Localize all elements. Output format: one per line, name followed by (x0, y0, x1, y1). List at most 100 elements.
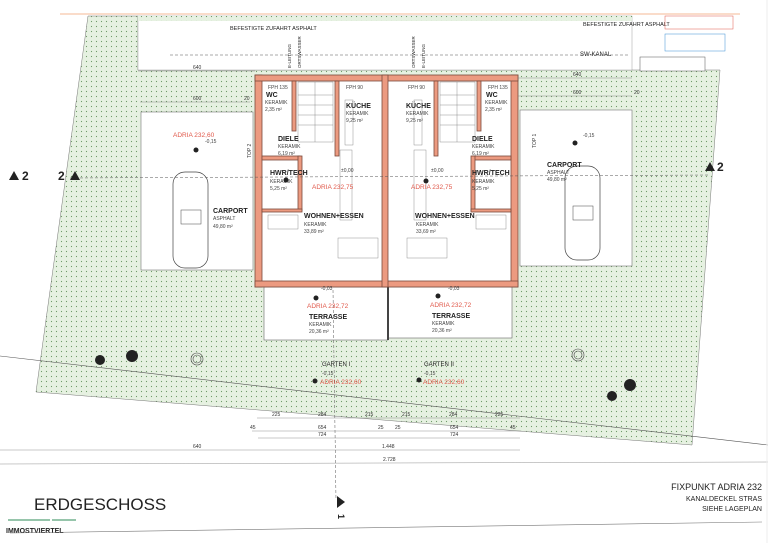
room-utility-floor: KERAMIK (472, 179, 495, 185)
elevation-floor: ADRIA 232,75 (411, 184, 453, 191)
room-living-floor: KERAMIK (416, 222, 439, 228)
room-utility-area: 5,25 m² (472, 186, 489, 192)
garden-elevation: ADRIA 232,60 (423, 379, 465, 386)
svg-text:724: 724 (318, 432, 327, 438)
room-hall-name: DIELE (278, 136, 299, 143)
level-terrace: -0,03 (448, 286, 460, 292)
room-wc-area: 2,35 m² (485, 107, 502, 113)
e-line-label-2: E-LEITUNG (421, 43, 426, 68)
level-floor: ±0,00 (431, 168, 444, 174)
section-line-1 (332, 289, 337, 501)
level-terrace: -0,03 (321, 286, 333, 292)
svg-text:45: 45 (250, 425, 256, 431)
driveway (137, 15, 633, 71)
water-label-2: ORTSWASSER (411, 35, 416, 68)
carport-floor: ASPHALT (213, 216, 235, 222)
svg-text:215: 215 (365, 412, 374, 418)
terrace-left (263, 286, 389, 341)
dimensions-bottom: 225 284 215 215 284 225 45 654 25 25 654… (0, 412, 768, 465)
svg-text:2: 2 (58, 169, 65, 183)
garden-level: -0,15 (322, 371, 334, 377)
boundary-line (0, 355, 768, 446)
terrace-area: 20,36 m² (309, 329, 329, 335)
svg-text:284: 284 (449, 412, 458, 418)
svg-text:2: 2 (22, 169, 29, 183)
svg-text:640: 640 (573, 72, 582, 78)
kitchen-window: FPH 90 (408, 85, 425, 91)
car-left-icon (172, 171, 209, 269)
access-label-right: BEFESTIGTE ZUFAHRT ASPHALT (583, 22, 670, 28)
svg-text:225: 225 (272, 412, 281, 418)
room-utility-floor: KERAMIK (270, 179, 293, 185)
note-box-black (639, 56, 706, 72)
garden-name: GARTEN II (424, 362, 454, 368)
water-label: ORTSWASSER (297, 35, 302, 68)
room-hall-name: DIELE (472, 136, 493, 143)
wc-window: FPH 135 (268, 85, 288, 91)
svg-text:600: 600 (573, 90, 582, 96)
carport-name: CARPORT (213, 208, 248, 215)
terrace-name: TERRASSE (309, 314, 347, 321)
terrace-floor: KERAMIK (309, 322, 332, 328)
tree-icon (95, 350, 636, 401)
room-wc-floor: KERAMIK (485, 100, 508, 106)
wc-window: FPH 135 (488, 85, 508, 91)
svg-text:215: 215 (402, 412, 411, 418)
svg-text:225: 225 (495, 412, 504, 418)
elevation-point-icon (193, 140, 578, 384)
level-carport: -0,15 (205, 139, 217, 145)
room-wc-name: WC (266, 92, 278, 99)
svg-text:1: 1 (336, 514, 346, 519)
terrace-right (387, 286, 513, 339)
room-living-name: WOHNEN+ESSEN (304, 213, 364, 220)
elevation-terrace: ADRIA 232,72 (430, 302, 472, 309)
note-box-red (664, 15, 734, 30)
walls (254, 74, 519, 288)
driveway-edge (138, 16, 632, 21)
room-kitchen-area: 9,25 m² (406, 118, 423, 124)
elevation-floor: ADRIA 232,75 (312, 184, 354, 191)
garden-name: GARTEN I (322, 362, 351, 368)
stairs (297, 81, 476, 143)
level-floor: ±0,00 (341, 168, 354, 174)
unit-left: FPH 135 WC KERAMIK 2,35 m² FPH 90 KÜCHE … (173, 85, 371, 386)
room-kitchen-name: KÜCHE (406, 101, 431, 110)
carport-area: 49,80 m² (547, 177, 567, 183)
car-right-icon (564, 165, 601, 261)
carport-area: 49,80 m² (213, 224, 233, 230)
garden-level: -0,15 (424, 371, 436, 377)
carport-floor: ASPHALT (547, 170, 569, 176)
svg-text:654: 654 (318, 425, 327, 431)
room-kitchen-floor: KERAMIK (406, 111, 429, 117)
note-box-blue (664, 33, 726, 52)
svg-text:45: 45 (510, 425, 516, 431)
room-wc-floor: KERAMIK (265, 100, 288, 106)
fixpunkt-line2: SIEHE LAGEPLAN (702, 506, 762, 513)
manhole-icon (190, 348, 585, 366)
dimensions-top: 640 600 20 640 600 20 (138, 65, 640, 103)
sewer-label: SW-KANAL (580, 52, 612, 58)
svg-text:640: 640 (193, 65, 202, 71)
section-marker-2-left-outer[interactable]: 2 (9, 169, 29, 183)
svg-text:1.448: 1.448 (382, 444, 395, 450)
level-carport: -0,15 (583, 133, 595, 139)
section-marker-2-right[interactable]: 2 (705, 160, 724, 174)
section-marker-2-left-inner[interactable]: 2 (58, 169, 80, 183)
kitchen-window: FPH 90 (346, 85, 363, 91)
room-hall-area: 6,19 m² (472, 151, 489, 157)
garden-elevation: ADRIA 232,60 (320, 379, 362, 386)
terrace-floor: KERAMIK (432, 321, 455, 327)
elevation-carport: ADRIA 232,60 (173, 132, 215, 139)
room-living-area: 33,69 m² (416, 229, 436, 235)
svg-text:640: 640 (193, 444, 202, 450)
svg-text:284: 284 (318, 412, 327, 418)
terrace-name: TERRASSE (432, 313, 470, 320)
svg-text:20: 20 (634, 90, 640, 96)
room-hall-floor: KERAMIK (278, 144, 301, 150)
room-wc-name: WC (486, 92, 498, 99)
elevation-terrace: ADRIA 232,72 (307, 303, 349, 310)
room-hall-area: 6,19 m² (278, 151, 295, 157)
brand-logo: IMMOSTVIERTEL (6, 519, 76, 535)
section-marker-1[interactable]: 1 (336, 496, 346, 519)
